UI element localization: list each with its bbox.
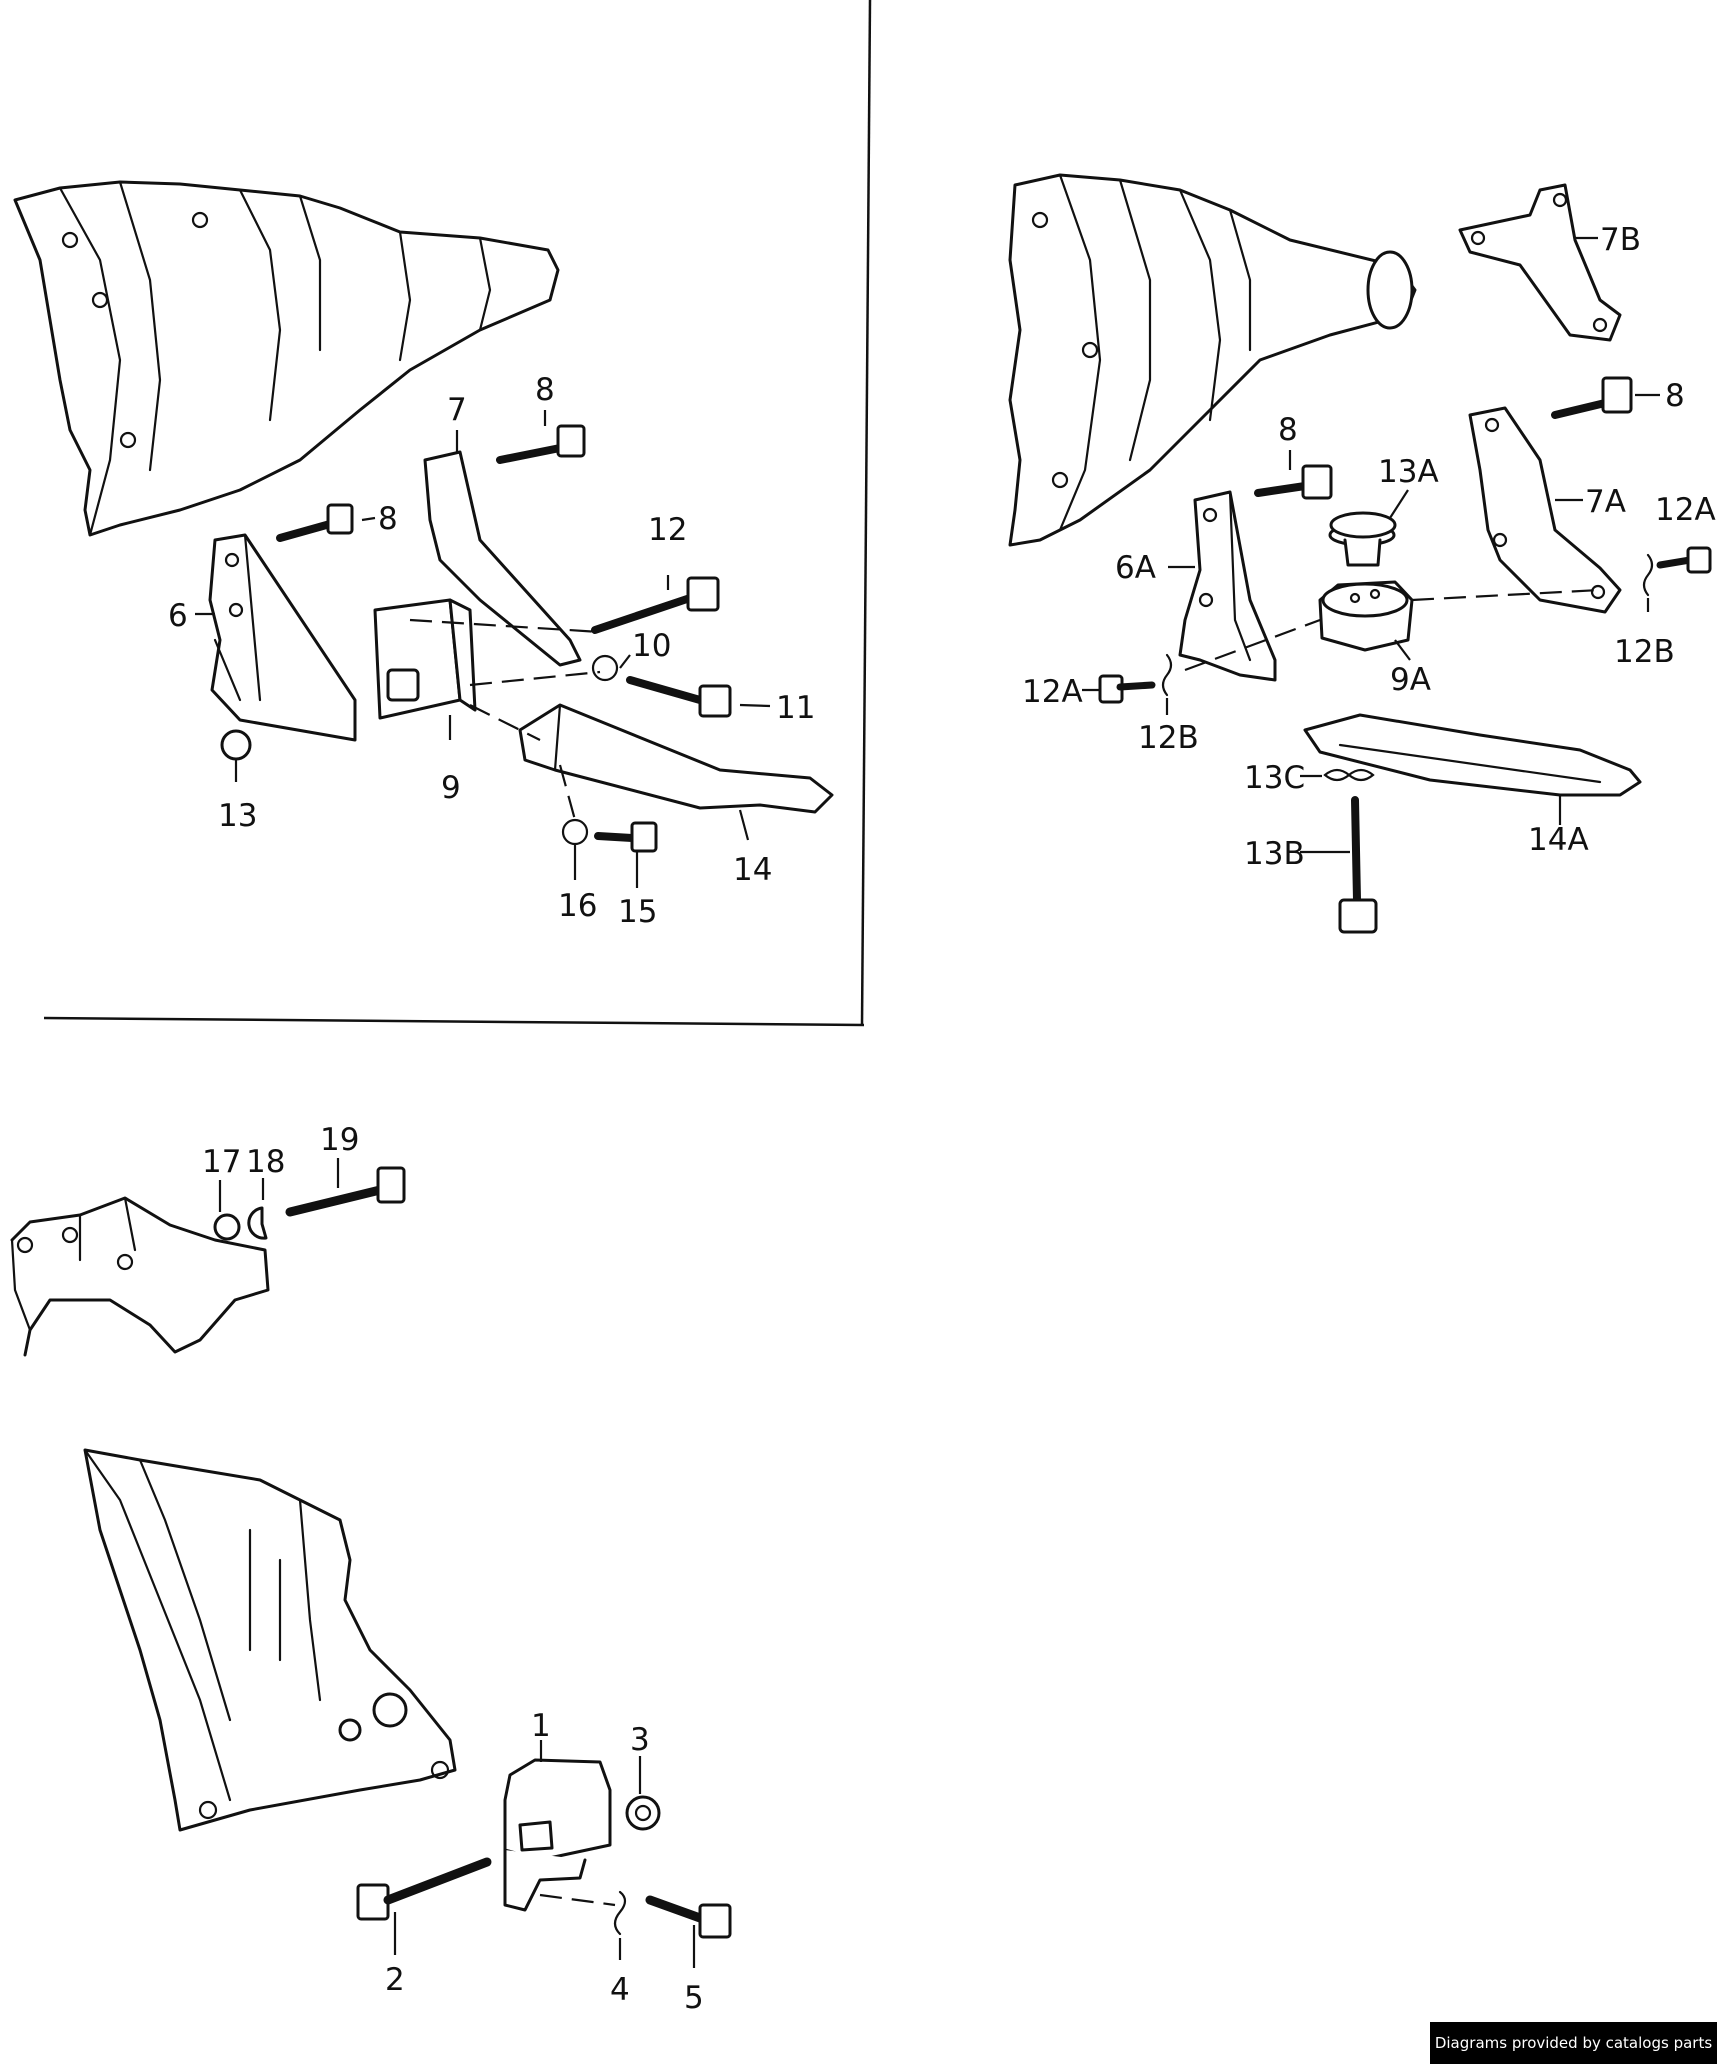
label-1: 1 [531, 1708, 551, 1744]
bolt-19 [285, 1166, 406, 1217]
washer-12B-right [1642, 553, 1654, 597]
bolt-15 [594, 821, 658, 853]
bolt-12A-left [1098, 674, 1156, 704]
washer-12B-left [1161, 653, 1173, 697]
bolt-8-mid [1254, 464, 1333, 500]
panel-4: 1 2 3 4 5 [83, 1448, 732, 2016]
washer-16 [561, 818, 589, 846]
transmission-housing-4 [83, 1448, 457, 1832]
washer-13C [1323, 768, 1375, 782]
credit-badge: Diagrams provided by catalogs parts [1430, 2022, 1717, 2064]
washer-10 [591, 654, 619, 682]
label-14: 14 [733, 852, 772, 888]
bolt-2 [356, 1857, 492, 1921]
washer-4 [613, 1890, 627, 1936]
bracket-6A [1178, 490, 1277, 682]
label-11: 11 [776, 690, 815, 726]
transmission-housing-1 [13, 180, 560, 537]
label-18: 18 [246, 1144, 285, 1180]
label-12B-right: 12B [1614, 634, 1675, 670]
label-12A-left: 12A [1022, 674, 1083, 710]
label-2: 2 [385, 1962, 405, 1998]
label-8-right: 8 [1665, 378, 1685, 414]
label-9: 9 [441, 770, 461, 806]
label-12: 12 [648, 512, 687, 548]
nut-13 [220, 729, 252, 761]
nut-3 [625, 1795, 661, 1831]
panel-1: 6 7 8 8 9 10 11 12 13 14 15 16 [13, 180, 834, 930]
bolt-8-top [496, 424, 586, 464]
mount-1 [503, 1758, 612, 1912]
bracket-7 [423, 450, 582, 667]
panel-frame [43, 0, 872, 1027]
label-6: 6 [168, 598, 188, 634]
lock-washer-18 [247, 1206, 268, 1240]
label-12B-left: 12B [1138, 720, 1199, 756]
bolt-13B [1338, 796, 1378, 934]
label-5: 5 [684, 1980, 704, 2016]
cap-13A [1328, 511, 1397, 567]
label-12A-right: 12A [1655, 492, 1716, 528]
label-19: 19 [320, 1122, 359, 1158]
label-13: 13 [218, 798, 257, 834]
label-4: 4 [610, 1972, 630, 2008]
label-6A: 6A [1115, 550, 1156, 586]
bolt-5 [645, 1895, 732, 1939]
bracket-7A [1468, 406, 1622, 614]
panel-2: 7B 8 8 13A 7A 12A 6A 12B 9A 12A 12B 13C … [1008, 173, 1716, 934]
label-10: 10 [632, 628, 671, 664]
bracket-14 [518, 703, 834, 814]
label-9A: 9A [1390, 662, 1431, 698]
label-8a: 8 [535, 372, 555, 408]
label-7B: 7B [1600, 222, 1641, 258]
bracket-14A [1303, 713, 1642, 797]
label-13A: 13A [1378, 454, 1439, 490]
bolt-8-right [1551, 376, 1633, 419]
washer-17 [213, 1213, 241, 1241]
mount-9 [373, 598, 477, 720]
label-7A: 7A [1585, 484, 1626, 520]
label-16: 16 [558, 888, 597, 924]
label-7: 7 [447, 392, 467, 428]
mount-9A [1318, 580, 1414, 652]
label-14A: 14A [1528, 822, 1589, 858]
label-13C: 13C [1244, 760, 1305, 796]
transmission-housing-3 [10, 1196, 270, 1357]
label-13B: 13B [1244, 836, 1305, 872]
panel-3: 17 18 19 [10, 1122, 406, 1357]
label-3: 3 [630, 1722, 650, 1758]
label-17: 17 [202, 1144, 241, 1180]
bolt-8-left [276, 503, 354, 542]
bracket-7B [1458, 183, 1622, 342]
bolt-12 [591, 576, 720, 634]
bolt-11 [626, 676, 732, 718]
label-8b: 8 [378, 501, 398, 537]
label-8-mid: 8 [1278, 412, 1298, 448]
bolt-12A-right [1656, 546, 1712, 574]
transmission-housing-2 [1008, 173, 1417, 547]
label-15: 15 [618, 894, 657, 930]
